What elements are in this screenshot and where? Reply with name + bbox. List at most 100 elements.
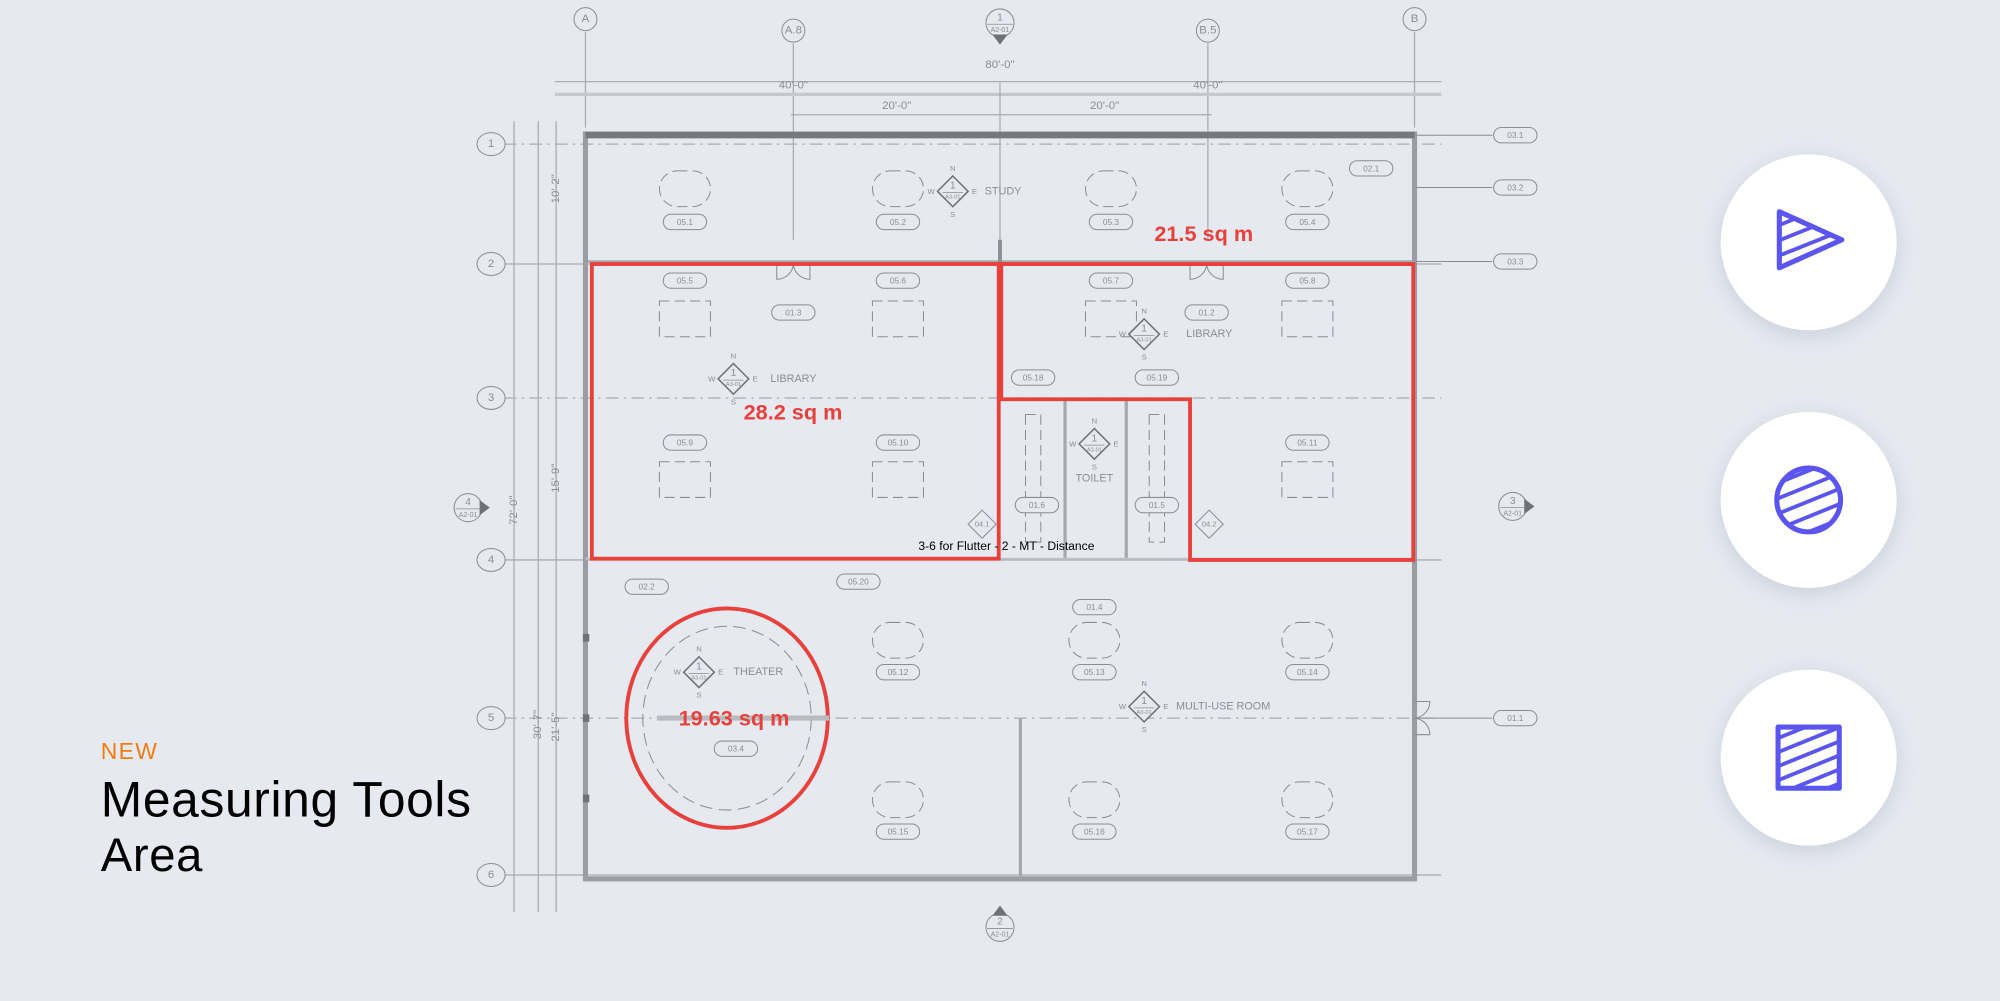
- ellipse-area-tool-button[interactable]: [1720, 411, 1897, 589]
- grid-label-B: B: [1411, 13, 1419, 25]
- compass-number: 1: [1092, 433, 1098, 444]
- tag-05.7: [1088, 272, 1134, 289]
- grid-label-6: 6: [488, 869, 494, 881]
- tag-label-02.2: 02.2: [639, 582, 656, 592]
- dimension-vertical: 72'-0": [508, 496, 520, 525]
- tag-label-05.2: 05.2: [890, 217, 907, 227]
- tag-01.1: [1493, 709, 1538, 727]
- compass-icon: [682, 655, 716, 689]
- table: [871, 300, 924, 338]
- area-measure-library-right[interactable]: [999, 262, 1416, 562]
- triangle-area-tool-button[interactable]: [1720, 154, 1897, 331]
- diamond-tag: [967, 509, 997, 539]
- compass-west: W: [708, 374, 716, 383]
- hatched-ellipse-icon: [1774, 465, 1844, 535]
- tag-05.3: [1088, 213, 1134, 231]
- grid-bubble-B: [1402, 7, 1427, 32]
- compass-sheet: A3-01: [726, 382, 741, 388]
- tag-03.3: [1493, 253, 1538, 270]
- chair: [658, 170, 711, 208]
- tag-label-05.7: 05.7: [1103, 276, 1120, 286]
- tag-05.6: [875, 272, 921, 289]
- compass-icon: [1127, 690, 1161, 724]
- compass-north: N: [696, 645, 702, 654]
- room-label: THEATER: [733, 666, 783, 678]
- tag-label-05.8: 05.8: [1299, 276, 1316, 286]
- compass-east: E: [753, 374, 758, 383]
- chair: [1281, 621, 1334, 659]
- area-measure-library-left[interactable]: [589, 262, 1001, 561]
- table: [871, 461, 924, 498]
- compass-west: W: [928, 187, 936, 196]
- section-arrow-icon: [479, 499, 490, 516]
- tag-05.13: [1072, 664, 1117, 681]
- compass-north: N: [1141, 679, 1147, 688]
- dimension-vertical: 21'-5": [550, 712, 562, 741]
- diamond-tag-label: 04.2: [1202, 520, 1217, 529]
- area-measurement-label: 21.5 sq m: [1154, 221, 1253, 246]
- grid-bubble-3: [476, 385, 506, 410]
- tag-label-03.1: 03.1: [1507, 130, 1524, 140]
- compass-sheet: A3-01: [1136, 710, 1151, 716]
- tag-05.12: [875, 664, 921, 681]
- compass-sheet: A3-01: [691, 676, 706, 682]
- compass-south: S: [696, 691, 701, 700]
- compass-east: E: [718, 668, 723, 677]
- dimension-vertical: 10'-2": [550, 174, 562, 203]
- column: [582, 633, 590, 642]
- grid-label-A.8: A.8: [785, 25, 802, 37]
- tag-label-05.15: 05.15: [888, 827, 909, 837]
- tag-label-01.6: 01.6: [1029, 500, 1046, 510]
- section-number: 2: [997, 917, 1003, 928]
- area-measurement-label: 19.63 sq m: [679, 706, 790, 731]
- tag-05.10: [875, 434, 921, 451]
- table: [1281, 300, 1334, 338]
- section-sheet: A2-01: [1503, 511, 1522, 518]
- tag-label-05.14: 05.14: [1297, 667, 1318, 677]
- tag-label-05.17: 05.17: [1297, 827, 1318, 837]
- fixture: [1148, 414, 1166, 543]
- compass-west: W: [1119, 330, 1127, 339]
- grid-bubble-1: [476, 132, 506, 157]
- tag-label-02.1: 02.1: [1363, 163, 1380, 173]
- tag-label-05.18: 05.18: [1023, 373, 1044, 383]
- compass-east: E: [1114, 439, 1119, 448]
- room-label: STUDY: [985, 185, 1022, 197]
- compass-south: S: [1142, 353, 1147, 362]
- tag-03.2: [1493, 179, 1538, 196]
- compass-sheet: A3-01: [945, 195, 960, 201]
- tag-label-05.6: 05.6: [890, 276, 907, 286]
- section-sheet: A2-01: [991, 931, 1010, 938]
- tag-label-01.2: 01.2: [1199, 307, 1216, 317]
- tag-label-05.5: 05.5: [677, 276, 694, 286]
- grid-label-5: 5: [488, 712, 494, 724]
- tag-01.5: [1134, 496, 1180, 514]
- grid-label-A: A: [582, 13, 590, 25]
- room-label: TOILET: [1076, 472, 1114, 484]
- chair: [1281, 170, 1334, 208]
- hero-text: NEW Measuring Tools Area: [101, 737, 472, 882]
- hatched-triangle-icon: [1776, 209, 1845, 271]
- tag-02.2: [624, 578, 669, 595]
- tag-label-05.16: 05.16: [1084, 827, 1105, 837]
- compass-sheet: A3-01: [1136, 338, 1151, 344]
- chair: [871, 621, 924, 659]
- section-sheet: A2-01: [991, 27, 1010, 34]
- chair: [1068, 621, 1121, 659]
- compass-sheet: A3-01: [1087, 447, 1102, 453]
- compass-number: 1: [731, 368, 737, 379]
- tag-05.9: [662, 434, 708, 451]
- compass-number: 1: [950, 181, 956, 192]
- door: [1189, 263, 1224, 280]
- section-arrow-icon: [1524, 498, 1535, 515]
- tag-label-05.1: 05.1: [677, 217, 694, 227]
- tag-05.19: [1134, 369, 1180, 386]
- chair: [1068, 781, 1121, 819]
- tag-05.16: [1072, 823, 1117, 840]
- tag-label-05.20: 05.20: [848, 577, 869, 587]
- column: [582, 794, 590, 803]
- hero-subtitle: Area: [100, 829, 204, 882]
- hero-title: Measuring Tools: [100, 772, 472, 828]
- rectangle-area-tool-button[interactable]: [1720, 669, 1897, 846]
